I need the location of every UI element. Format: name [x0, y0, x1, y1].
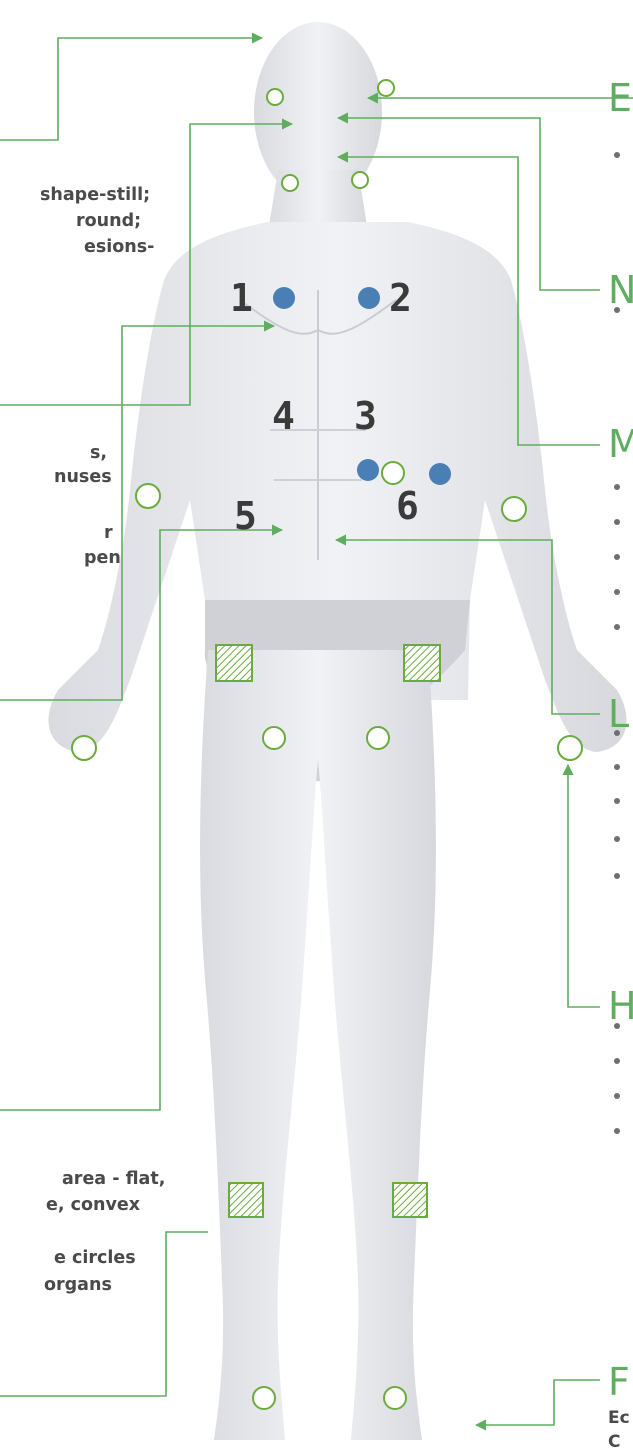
bullet-icon: [614, 554, 620, 560]
open-circle-marker-icon: [352, 172, 368, 188]
open-circle-marker-icon: [502, 497, 526, 521]
left-text-line-10: e circles: [54, 1247, 136, 1270]
bullet-icon: [614, 1093, 620, 1099]
open-circle-marker-icon: [263, 727, 285, 749]
hatched-square-marker-icon: [216, 645, 252, 681]
bullet-icon: [614, 1058, 620, 1064]
filled-circle-marker-icon: [273, 287, 295, 309]
left-text-line-9: e, convex: [46, 1194, 140, 1217]
right-heading-4: L: [608, 694, 629, 734]
footer-line-1: Ec: [608, 1408, 630, 1428]
bullet-icon: [614, 1128, 620, 1134]
open-circle-marker-icon: [558, 736, 582, 760]
open-circle-marker-icon: [384, 1387, 406, 1409]
hatched-square-marker-icon: [393, 1183, 427, 1217]
open-circle-marker-icon: [267, 89, 283, 105]
bullet-icon: [614, 152, 620, 158]
point-label-5: 5: [234, 496, 257, 536]
bullet-icon: [614, 519, 620, 525]
left-text-line-11: organs: [44, 1274, 112, 1297]
left-text-line-7: pen: [84, 547, 121, 570]
bullet-icon: [614, 484, 620, 490]
bullet-icon: [614, 624, 620, 630]
hatched-square-marker-icon: [404, 645, 440, 681]
footer-line-2: C: [608, 1432, 620, 1452]
hatched-square-marker-icon: [229, 1183, 263, 1217]
point-label-6: 6: [396, 486, 419, 526]
bullet-icon: [614, 764, 620, 770]
left-text-line-1: shape-still;: [40, 184, 150, 207]
left-text-line-2: round;: [76, 210, 141, 233]
point-label-4: 4: [272, 396, 295, 436]
right-heading-5: H: [608, 986, 633, 1026]
open-circle-marker-icon: [382, 462, 404, 484]
open-circle-marker-icon: [72, 736, 96, 760]
filled-circle-marker-icon: [429, 463, 451, 485]
left-text-line-6: r: [104, 522, 113, 545]
left-text-line-5: nuses: [54, 466, 112, 489]
right-heading-1: E: [608, 78, 632, 118]
right-heading-2: N: [608, 270, 633, 310]
open-circle-marker-icon: [136, 484, 160, 508]
left-text-line-4: s,: [90, 442, 107, 465]
filled-circle-marker-icon: [357, 459, 379, 481]
left-text-line-8: area - flat,: [62, 1168, 165, 1191]
left-text-line-3: esions-: [84, 236, 154, 259]
point-label-2: 2: [389, 278, 412, 318]
bullet-icon: [614, 836, 620, 842]
open-circle-marker-icon: [253, 1387, 275, 1409]
bullet-icon: [614, 798, 620, 804]
right-heading-3: M: [608, 424, 633, 464]
filled-circle-marker-icon: [358, 287, 380, 309]
point-label-3: 3: [354, 396, 377, 436]
open-circle-marker-icon: [282, 175, 298, 191]
right-heading-6: F: [608, 1362, 630, 1402]
open-circle-marker-icon: [378, 80, 394, 96]
bullet-icon: [614, 873, 620, 879]
point-label-1: 1: [230, 278, 253, 318]
open-circle-marker-icon: [367, 727, 389, 749]
bullet-icon: [614, 589, 620, 595]
